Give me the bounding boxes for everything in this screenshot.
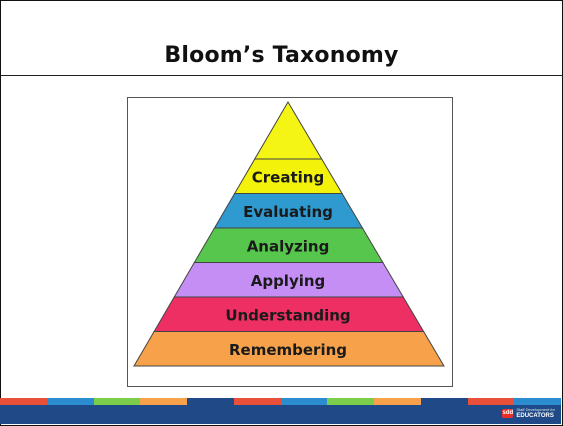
pyramid-label-analyzing: Analyzing [247,237,330,255]
pyramid-label-remembering: Remembering [229,341,347,359]
stripe-segment [46,398,94,405]
stripe-segment [93,398,141,405]
pyramid-label-applying: Applying [251,272,326,290]
stripe-segment [0,398,47,405]
stripe-segment [280,398,328,405]
logo-badge: sdd [502,408,514,418]
stripe-segment [467,398,515,405]
pyramid-apex [253,101,323,160]
pyramid-label-evaluating: Evaluating [243,203,333,221]
bloom-pyramid: CreatingEvaluatingAnalyzingApplyingUnder… [133,101,445,367]
stripe-segment [374,398,421,405]
pyramid-label-creating: Creating [252,168,324,186]
stripe-segment [140,398,187,405]
logo-wordmark: Staff Development for EDUCATORS [516,407,555,419]
stripe-segment [420,398,468,405]
stripe-segment [514,398,561,405]
stripe-segment [327,398,374,405]
pyramid-label-understanding: Understanding [225,306,350,324]
logo-name: EDUCATORS [516,413,554,419]
stripe-segment [187,398,234,405]
pyramid-level-remembering [133,331,445,367]
publisher-logo: sdd Staff Development for EDUCATORS [502,407,555,419]
stripe-segment [233,398,281,405]
footer-color-stripe [0,398,561,405]
logo-tagline: Staff Development for [516,407,555,412]
title-divider [1,75,562,76]
slide-title: Bloom’s Taxonomy [164,43,399,68]
